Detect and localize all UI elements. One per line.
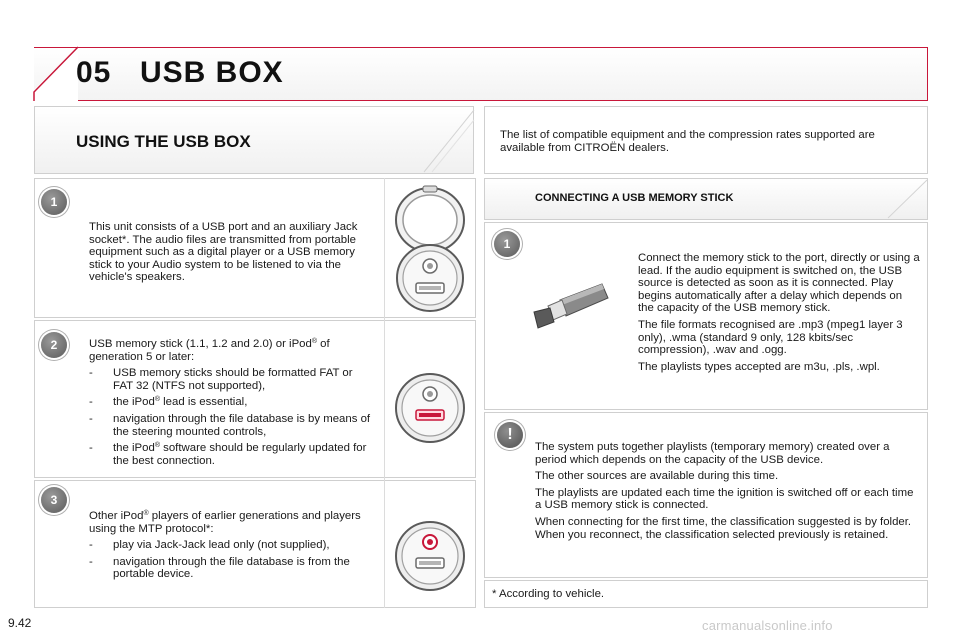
warning-paragraph-playlists: The system puts together playlists (temp… xyxy=(535,441,890,466)
usb-stick-requirements: USB memory stick (1.1, 1.2 and 2.0) or i… xyxy=(89,338,375,471)
older-ipod-lead: Other iPod® players of earlier generatio… xyxy=(89,510,361,535)
warning-paragraph-classification: When connecting for the first time, the … xyxy=(535,515,912,541)
usb-box-illustration-jack-highlight xyxy=(395,521,465,591)
intro-panel xyxy=(484,106,928,174)
left-image-column-divider xyxy=(384,178,385,608)
panel-diagonal-decoration xyxy=(423,109,475,173)
step-badge-2: 2 xyxy=(41,332,67,358)
requirement-bullet-software: the iPod® software should be regularly u… xyxy=(89,442,375,467)
section-title: USING THE USB BOX xyxy=(76,132,251,151)
page-number: 9.42 xyxy=(8,616,32,630)
connect-instructions: Connect the memory stick to the port, di… xyxy=(638,252,920,377)
warning-paragraph-updates: The playlists are updated each time the … xyxy=(535,486,914,512)
requirements-lead: USB memory stick (1.1, 1.2 and 2.0) or i… xyxy=(89,338,330,363)
requirement-bullet-lead: the iPod® lead is essential, xyxy=(89,396,375,409)
connect-paragraph-1: Connect the memory stick to the port, di… xyxy=(638,252,920,315)
footnote-panel xyxy=(484,580,928,608)
header-slant-decoration xyxy=(33,46,79,101)
usb-box-illustration-open-lid xyxy=(395,185,465,312)
warning-paragraph-sources: The other sources are available during t… xyxy=(535,470,779,483)
older-ipod-notes: Other iPod® players of earlier generatio… xyxy=(89,510,375,585)
older-ipod-bullet-jack: play via Jack-Jack lead only (not suppli… xyxy=(89,539,375,552)
section-title-panel xyxy=(34,106,474,174)
warning-icon: ! xyxy=(497,422,523,448)
requirement-bullet-navigation: navigation through the file database is … xyxy=(89,413,375,438)
usb-memory-stick-illustration xyxy=(533,283,609,329)
warning-notes: The system puts together playlists (temp… xyxy=(535,441,915,545)
connect-step-badge-1: 1 xyxy=(494,231,520,257)
chapter-header-bar xyxy=(34,47,928,101)
requirement-bullet-format: USB memory sticks should be formatted FA… xyxy=(89,367,375,392)
step-badge-1: 1 xyxy=(41,189,67,215)
chapter-number: 05 xyxy=(76,56,112,89)
older-ipod-bullet-navigation: navigation through the file database is … xyxy=(89,556,375,581)
footnote: * According to vehicle. xyxy=(492,588,605,600)
intro-text: The list of compatible equipment and the… xyxy=(500,129,875,154)
chapter-title: USB BOX xyxy=(140,56,284,89)
connect-panel-diagonal-decoration xyxy=(887,179,928,219)
step-badge-3: 3 xyxy=(41,487,67,513)
usb-box-description: This unit consists of a USB port and an … xyxy=(89,221,358,284)
connect-paragraph-formats: The file formats recognised are .mp3 (mp… xyxy=(638,318,903,357)
connect-usb-title: CONNECTING A USB MEMORY STICK xyxy=(535,192,734,204)
watermark: carmanualsonline.info xyxy=(702,618,833,633)
connect-title-panel xyxy=(484,178,928,220)
connect-paragraph-playlists: The playlists types accepted are m3u, .p… xyxy=(638,360,880,373)
usb-box-illustration-usb-port-highlight xyxy=(395,373,465,443)
warning-panel xyxy=(484,412,928,578)
